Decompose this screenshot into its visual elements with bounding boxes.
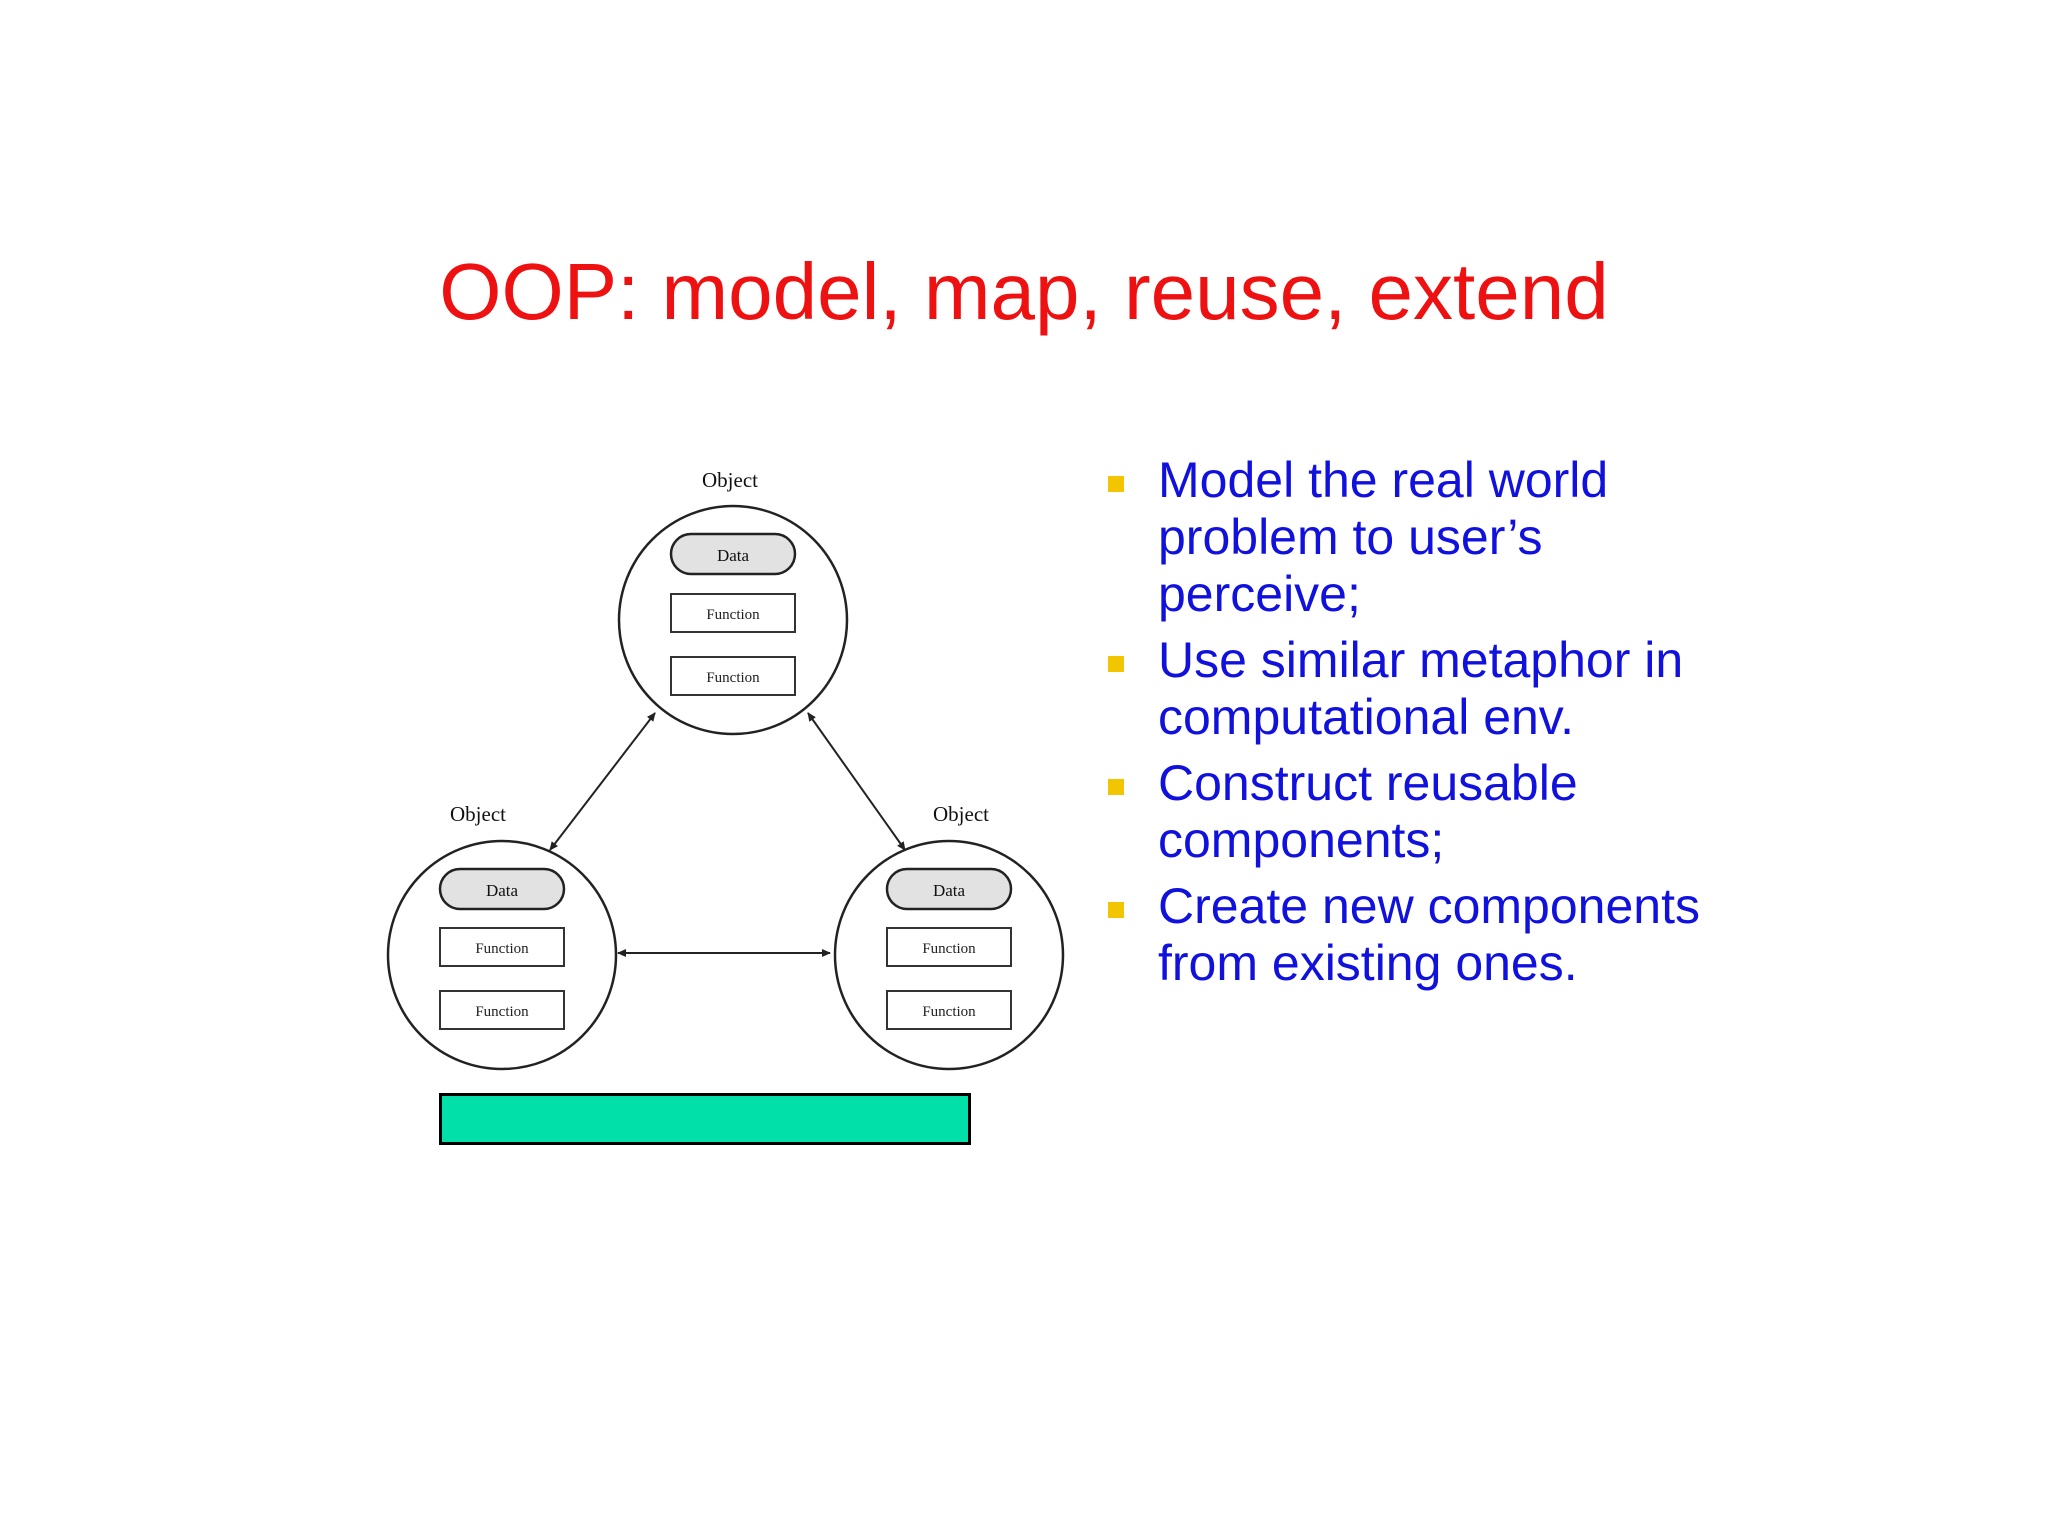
bullet-text: Create new components from existing ones…: [1158, 878, 1700, 991]
bullet-item: Use similar metaphor in computational en…: [1108, 632, 1728, 746]
square-bullet-icon: [1108, 476, 1124, 492]
object-top: Object Data Function Function: [617, 468, 849, 736]
data-label: Data: [486, 881, 519, 900]
data-label: Data: [717, 546, 750, 565]
function-box: [670, 593, 796, 633]
object-label: Object: [933, 802, 989, 826]
bullet-item: Model the real world problem to user’s p…: [1108, 452, 1728, 623]
bullet-list: Model the real world problem to user’s p…: [1108, 452, 1728, 1001]
bullet-item: Construct reusable components;: [1108, 755, 1728, 869]
object-right: Object Data Function Function: [833, 802, 1065, 1071]
object-left: Object Data Function Function: [386, 802, 618, 1071]
bullet-text: Model the real world problem to user’s p…: [1158, 452, 1609, 622]
data-label: Data: [933, 881, 966, 900]
function-label: Function: [475, 941, 529, 957]
function-box: [439, 990, 565, 1030]
bullet-item: Create new components from existing ones…: [1108, 878, 1728, 992]
square-bullet-icon: [1108, 902, 1124, 918]
bullet-text: Use similar metaphor in computational en…: [1158, 632, 1684, 745]
function-box: [670, 656, 796, 696]
function-box: [886, 990, 1012, 1030]
square-bullet-icon: [1108, 656, 1124, 672]
function-box: [439, 927, 565, 967]
arrow-top-right: [807, 712, 906, 851]
data-pill: [438, 867, 566, 911]
arrow-top-left: [549, 712, 656, 851]
function-label: Function: [706, 607, 760, 623]
function-label: Function: [475, 1004, 529, 1020]
object-label: Object: [450, 802, 506, 826]
data-pill: [669, 532, 797, 576]
data-pill: [885, 867, 1013, 911]
function-label: Function: [706, 670, 760, 686]
function-box: [886, 927, 1012, 967]
function-label: Function: [922, 941, 976, 957]
slide-title: OOP: model, map, reuse, extend: [439, 247, 1609, 336]
object-label: Object: [702, 468, 758, 492]
green-highlight-bar: [439, 1093, 971, 1145]
bullet-text: Construct reusable components;: [1158, 755, 1578, 868]
function-label: Function: [922, 1004, 976, 1020]
square-bullet-icon: [1108, 779, 1124, 795]
